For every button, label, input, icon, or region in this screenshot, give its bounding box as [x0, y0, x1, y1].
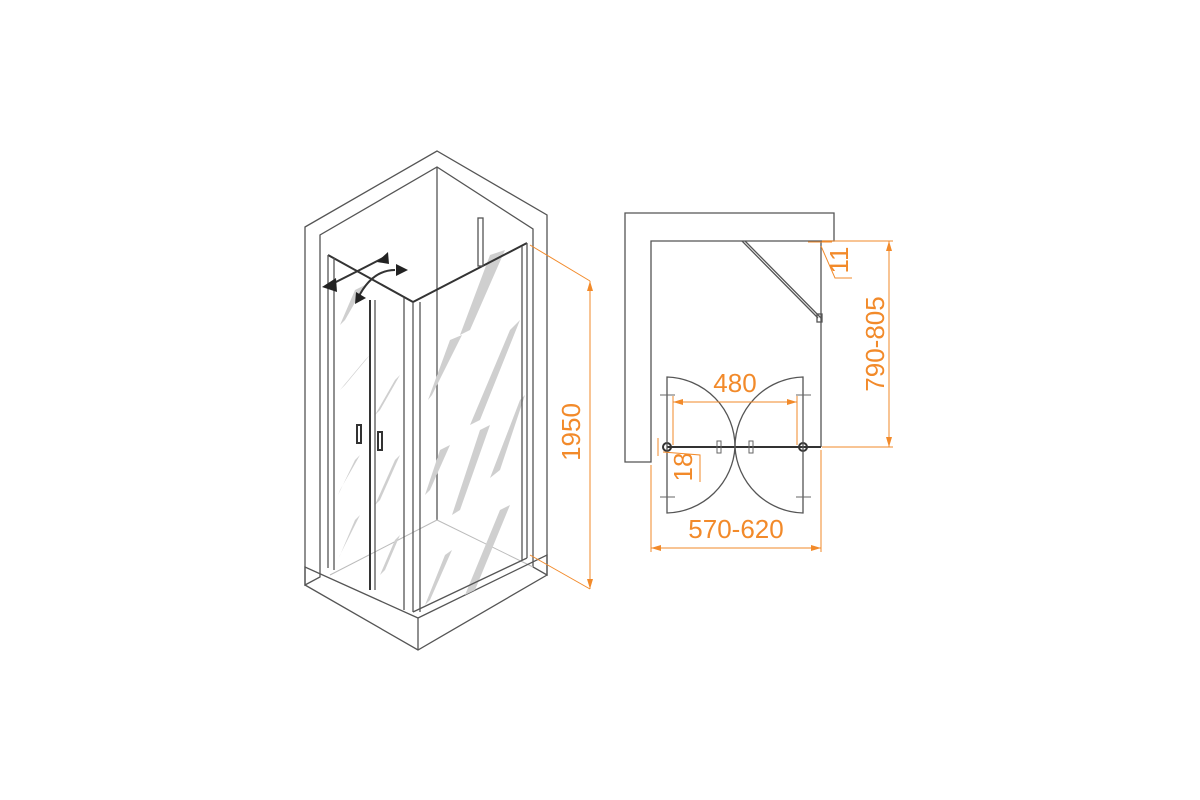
wall-gap-dimension: 11	[808, 241, 854, 279]
shower-tray	[304, 553, 548, 651]
glass-panels	[327, 217, 528, 613]
width-label: 570-620	[688, 514, 783, 544]
opening-dimension: 480	[672, 368, 798, 445]
height-dimension: 1950	[529, 244, 593, 590]
wall-gap-label: 11	[824, 247, 854, 274]
isometric-view: 1950	[304, 150, 593, 651]
frosted-pattern	[338, 250, 525, 605]
stabilizer-bar	[741, 240, 819, 319]
walls	[304, 150, 548, 587]
profile-label: 18	[668, 453, 698, 482]
width-dimension: 570-620	[650, 450, 822, 552]
height-label: 1950	[556, 403, 586, 461]
plan-view: 790-805 11 480 18 570-620	[624, 212, 893, 552]
depth-dimension: 790-805	[822, 240, 893, 448]
door-handle-right	[377, 431, 383, 451]
stabilizer-bar	[477, 217, 484, 267]
depth-label: 790-805	[860, 296, 890, 391]
door-handle-left	[356, 424, 362, 444]
opening-label: 480	[713, 368, 756, 398]
profile-dimension: 18	[657, 438, 701, 482]
door-swing-arrows-icon	[322, 252, 408, 304]
wall-outline	[624, 212, 835, 463]
